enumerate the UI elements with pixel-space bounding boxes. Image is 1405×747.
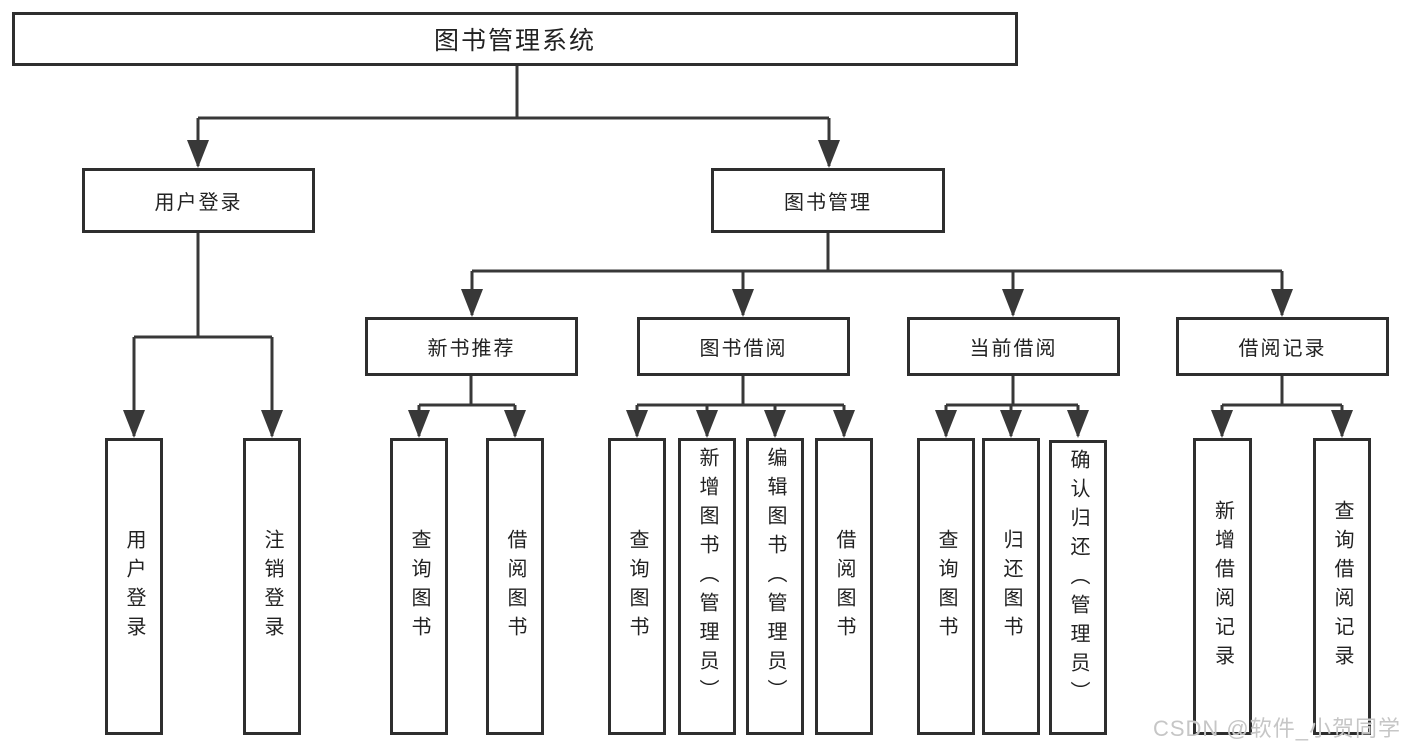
node-rec-borrow-books: 借阅图书 [486, 438, 544, 735]
node-leaf-user-login: 用户登录 [105, 438, 163, 735]
node-leaf-user-login-label: 用户登录 [123, 528, 145, 645]
node-current-borrow-label: 当前借阅 [969, 338, 1058, 360]
node-borrow-borrow-books-label: 借阅图书 [833, 528, 855, 645]
node-new-book-recommend: 新书推荐 [365, 317, 578, 376]
node-records-query-record: 查询借阅记录 [1313, 438, 1371, 735]
node-book-borrow: 图书借阅 [637, 317, 850, 376]
node-current-borrow: 当前借阅 [907, 317, 1120, 376]
node-book-management-label: 图书管理 [784, 192, 872, 214]
node-borrow-add-books-admin: 新增图书（管理员） [678, 438, 736, 735]
node-current-return-books-label: 归还图书 [1000, 528, 1022, 645]
node-records-add-record: 新增借阅记录 [1193, 438, 1252, 735]
node-records-query-record-label: 查询借阅记录 [1331, 499, 1353, 674]
node-current-confirm-return-admin: 确认归还（管理员） [1049, 440, 1107, 735]
node-new-book-recommend-label: 新书推荐 [427, 338, 516, 360]
connector-userlogin-children [123, 233, 283, 438]
node-rec-query-books-label: 查询图书 [408, 528, 430, 645]
node-user-login-label: 用户登录 [154, 192, 243, 214]
node-records-add-record-label: 新增借阅记录 [1211, 499, 1234, 674]
node-borrow-borrow-books: 借阅图书 [815, 438, 873, 735]
node-leaf-logout: 注销登录 [243, 438, 301, 735]
node-library-system: 图书管理系统 [12, 12, 1018, 66]
node-borrow-add-books-admin-label: 新增图书（管理员） [696, 447, 718, 708]
node-rec-query-books: 查询图书 [390, 438, 448, 735]
node-leaf-logout-label: 注销登录 [261, 528, 283, 645]
node-borrow-records-label: 借阅记录 [1238, 338, 1327, 360]
node-current-query-books: 查询图书 [917, 438, 975, 735]
connector-bookmgmt-children [461, 233, 1293, 317]
node-book-borrow-label: 图书借阅 [699, 338, 788, 360]
node-borrow-records: 借阅记录 [1176, 317, 1389, 376]
connector-root-to-level1 [187, 66, 840, 168]
node-current-confirm-return-admin-label: 确认归还（管理员） [1067, 449, 1089, 710]
node-user-login: 用户登录 [82, 168, 315, 233]
node-borrow-edit-books-admin-label: 编辑图书（管理员） [764, 447, 786, 708]
node-book-management: 图书管理 [711, 168, 945, 233]
connector-current-children [935, 376, 1089, 438]
connector-newrec-children [408, 376, 526, 438]
node-current-return-books: 归还图书 [982, 438, 1040, 735]
node-borrow-query-books: 查询图书 [608, 438, 666, 735]
node-library-system-label: 图书管理系统 [433, 27, 596, 55]
connector-borrow-children [626, 376, 855, 438]
watermark: CSDN @软件_小贺同学 [1152, 716, 1401, 741]
node-borrow-edit-books-admin: 编辑图书（管理员） [746, 438, 804, 735]
node-borrow-query-books-label: 查询图书 [626, 528, 648, 645]
node-rec-borrow-books-label: 借阅图书 [504, 528, 526, 645]
node-current-query-books-label: 查询图书 [935, 528, 957, 645]
connector-records-children [1211, 376, 1353, 438]
